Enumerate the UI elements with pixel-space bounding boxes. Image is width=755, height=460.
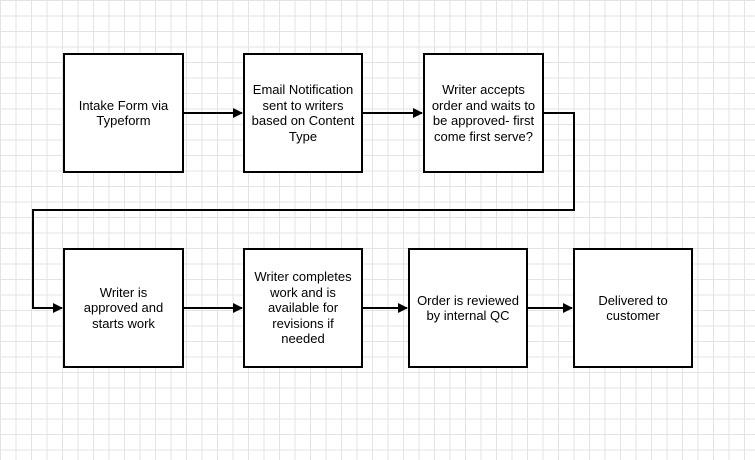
node-writer-completes[interactable]: Writer completes work and is available f… — [243, 248, 363, 368]
node-label: Order is reviewed by internal QC — [417, 292, 519, 324]
node-order-reviewed[interactable]: Order is reviewed by internal QC — [408, 248, 528, 368]
node-intake-form[interactable]: Intake Form via Typeform — [63, 53, 184, 173]
node-label: Writer is approved and starts work — [83, 284, 164, 331]
node-delivered[interactable]: Delivered to customer — [573, 248, 693, 368]
node-writer-accepts[interactable]: Writer accepts order and waits to be app… — [423, 53, 544, 173]
node-email-notification[interactable]: Email Notification sent to writers based… — [243, 53, 363, 173]
node-label: Writer completes work and is available f… — [254, 269, 352, 347]
node-label: Email Notification sent to writers based… — [251, 82, 355, 144]
node-writer-approved[interactable]: Writer is approved and starts work — [63, 248, 184, 368]
node-label: Delivered to customer — [598, 292, 668, 324]
node-label: Writer accepts order and waits to be app… — [431, 82, 536, 144]
node-label: Intake Form via Typeform — [78, 97, 169, 129]
